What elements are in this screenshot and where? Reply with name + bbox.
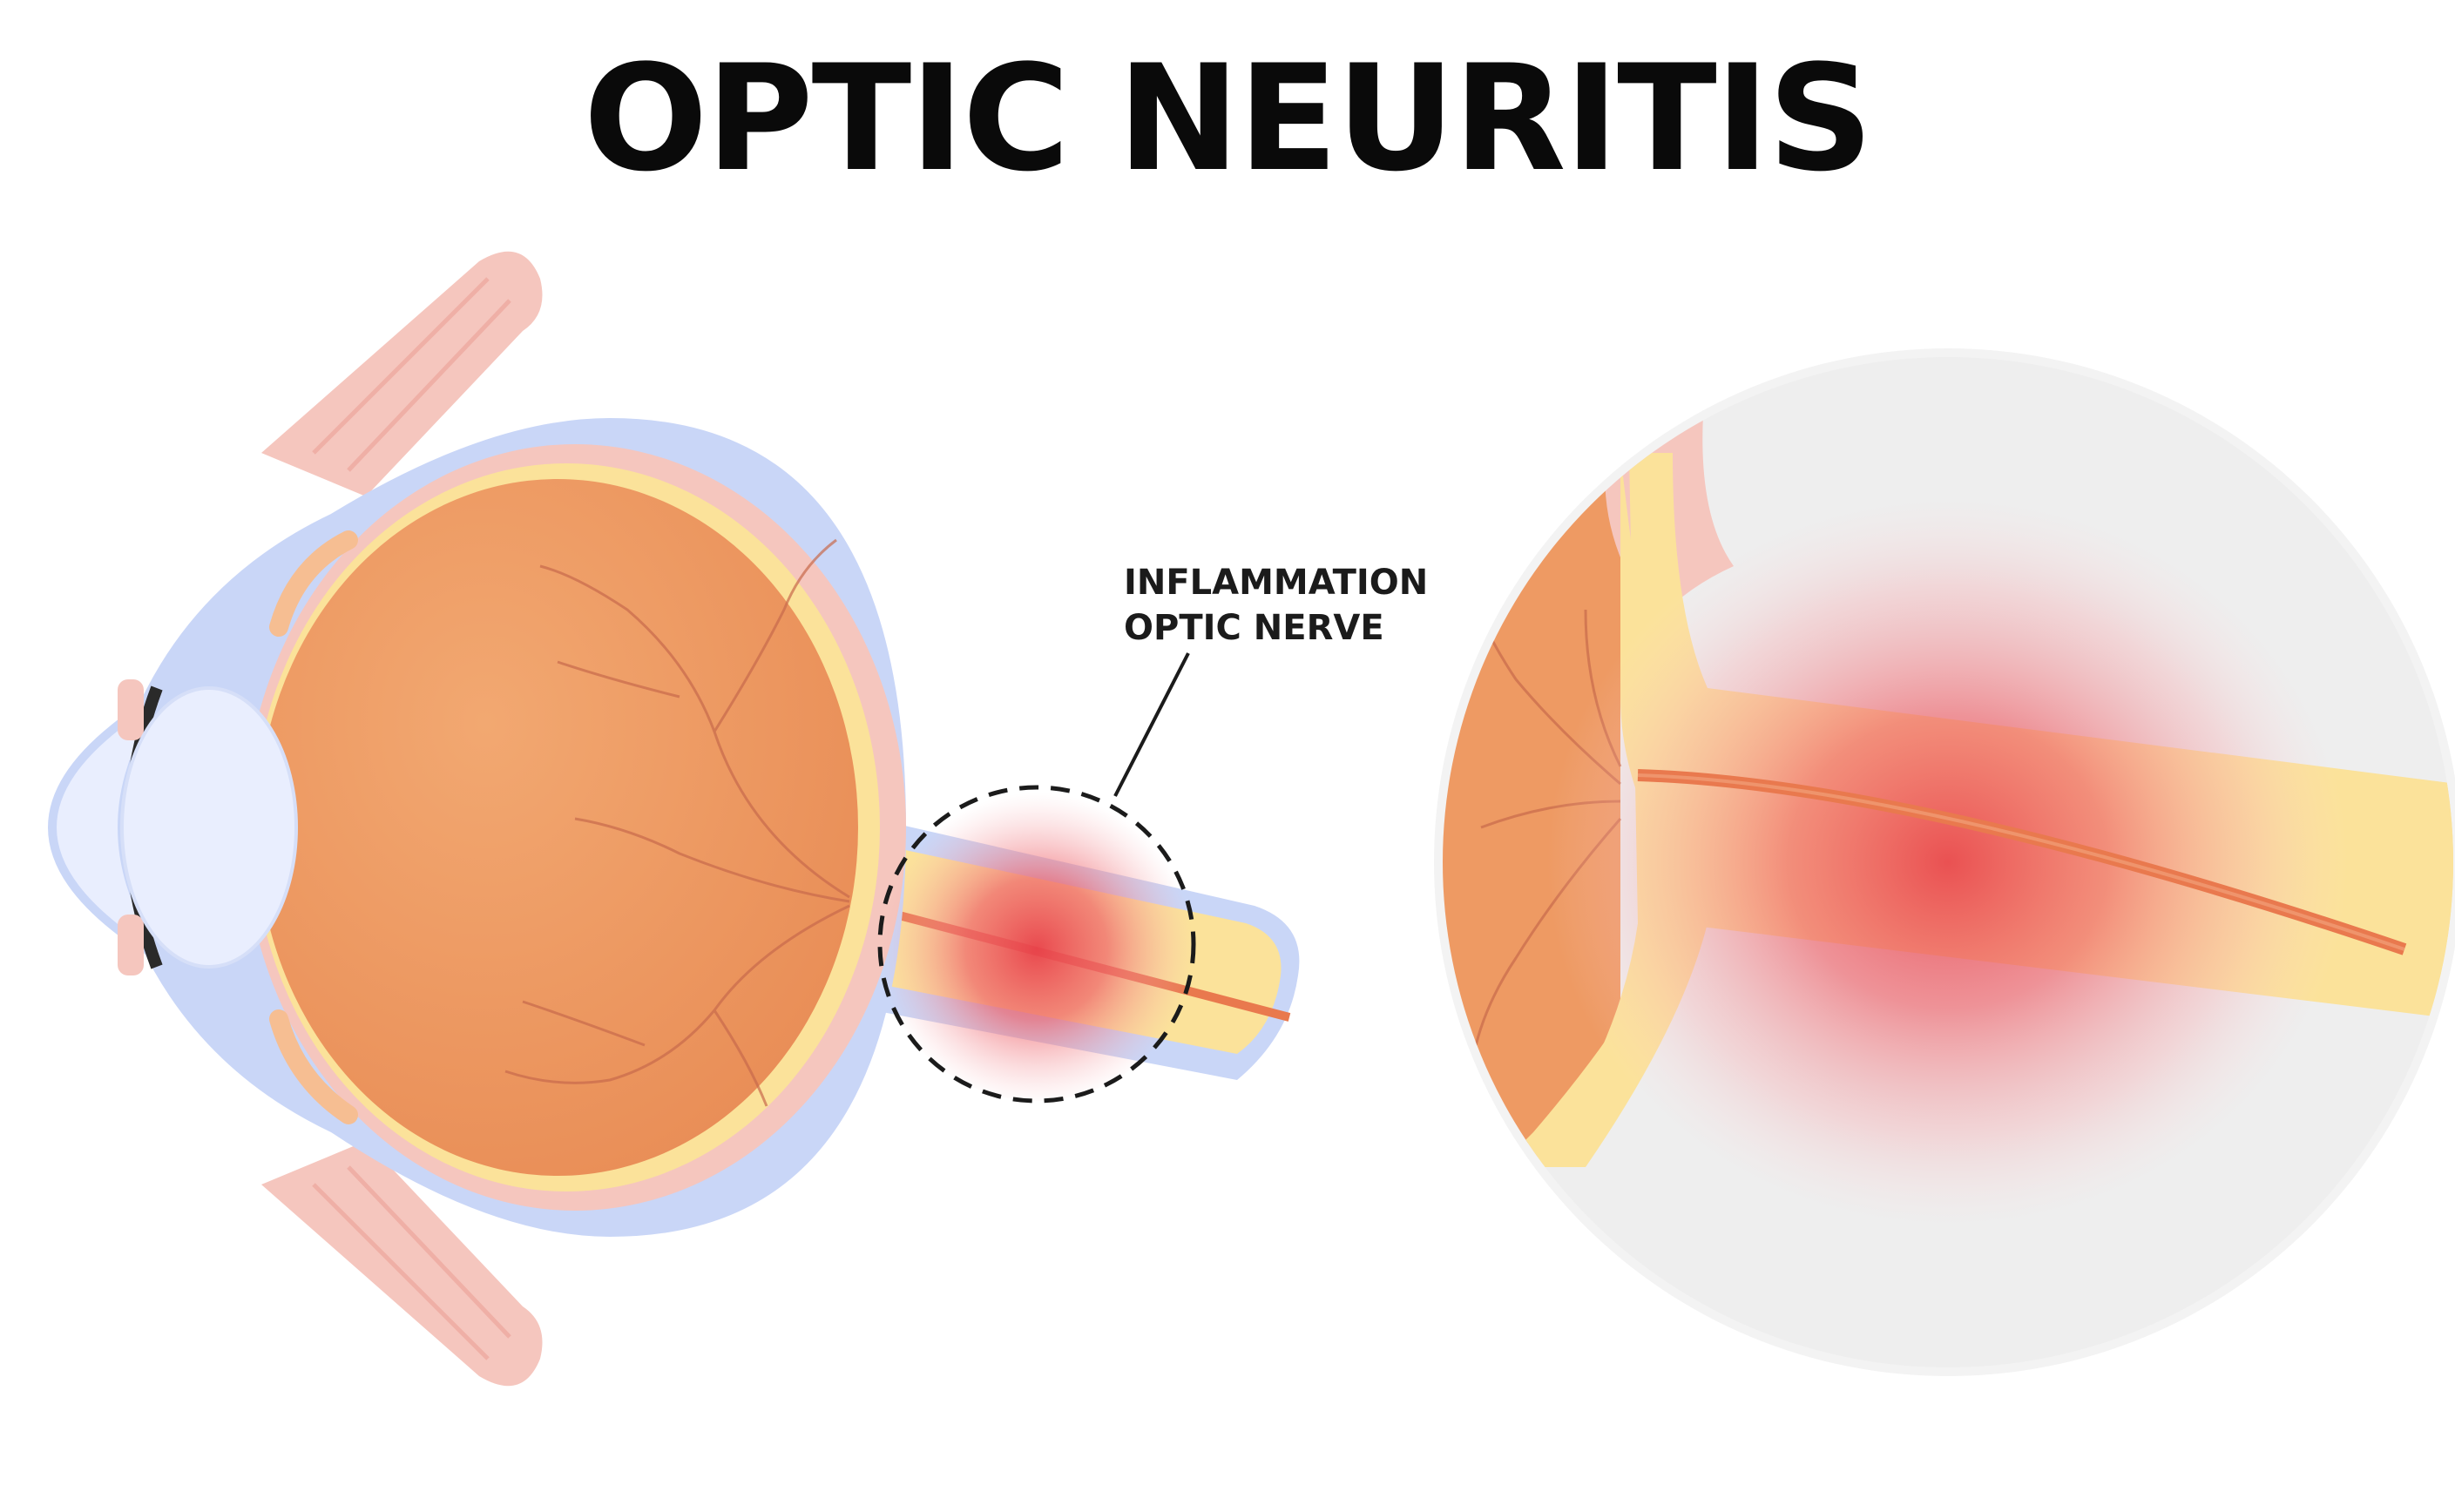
inflammation-area-small	[877, 785, 1196, 1104]
eye-muscle-bottom	[261, 1141, 543, 1387]
lens	[120, 686, 298, 969]
callout: INFLAMMATION OPTIC NERVE	[1113, 563, 1428, 797]
page-title: OPTIC NEURITIS	[583, 33, 1874, 204]
callout-leader-line	[1113, 652, 1190, 797]
callout-line-2: OPTIC NERVE	[1124, 608, 1384, 648]
eye-muscle-top	[261, 251, 543, 496]
callout-line-1: INFLAMMATION	[1124, 563, 1428, 603]
magnified-view	[1434, 348, 2455, 1376]
eyeball	[105, 418, 906, 1237]
